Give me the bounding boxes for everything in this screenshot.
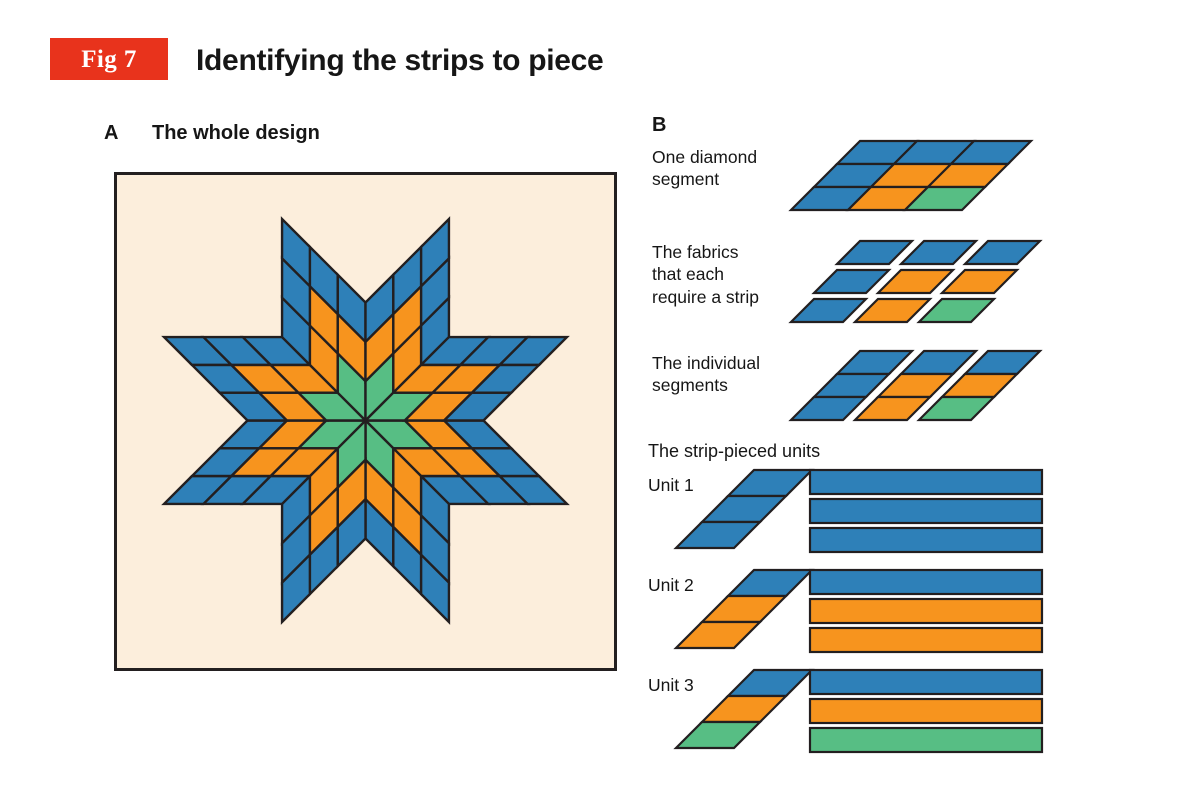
diamond-cell: [962, 349, 1043, 376]
diamond-cell: [875, 372, 956, 399]
diamond-cell: [916, 395, 997, 422]
diamond-cell: [962, 239, 1043, 266]
star-point-7: [364, 216, 451, 424]
diamond-cell: [852, 297, 933, 324]
diamond-cell: [902, 185, 988, 212]
unit-diamond: [725, 468, 815, 498]
unit-diamond: [699, 494, 789, 524]
diagram-unit-2: [673, 566, 1045, 664]
panel-a-title: The whole design: [152, 122, 320, 144]
quilt-diamond: [496, 474, 570, 506]
quilt-diamond: [280, 551, 312, 625]
unit-strip-stack: [808, 668, 1044, 754]
diagram-individual-segments: [788, 348, 1082, 430]
figure-number-label: Fig 7: [81, 45, 137, 73]
page-title: Identifying the strips to piece: [196, 44, 604, 77]
unit-strip: [808, 468, 1044, 496]
label-unit-1: Unit 1: [648, 475, 694, 495]
unit-diamond-column: [673, 468, 815, 550]
label-unit-2: Unit 2: [648, 575, 694, 595]
diagram-one-diamond-segment: [788, 138, 1082, 220]
unit-strip: [808, 597, 1044, 625]
diamond-cell: [788, 395, 869, 422]
diagram-unit-3: [673, 666, 1045, 764]
label-one-diamond-segment: One diamond segment: [652, 147, 758, 190]
star-point-8: [362, 335, 570, 422]
unit-diamond: [673, 520, 763, 550]
unit-strip: [808, 626, 1044, 654]
diamond-cell: [875, 268, 956, 295]
diamond-cell: [898, 349, 979, 376]
unit-diamond: [673, 620, 763, 650]
unit-strip-stack: [808, 568, 1044, 654]
unit-diamond: [725, 668, 815, 698]
unit-diamond-column: [673, 668, 815, 750]
unit-diamond: [725, 568, 815, 598]
star-point-3: [280, 417, 367, 625]
quilt-diamond: [280, 216, 312, 290]
quilt-diamond: [161, 474, 235, 506]
unit-strip: [808, 568, 1044, 596]
panel-b-letter: B: [652, 114, 667, 136]
label-individual-segments: The individual segments: [652, 353, 760, 396]
unit-diamond: [699, 694, 789, 724]
unit-diamond: [673, 720, 763, 750]
diamond-cell: [834, 239, 915, 266]
unit-strip: [808, 497, 1044, 525]
unit-strip: [808, 668, 1044, 696]
unit-strip: [808, 697, 1044, 725]
whole-design-quilt-block: [114, 172, 617, 671]
label-fabrics-requiring-strip: The fabrics that each require a strip: [652, 242, 759, 307]
star-point-6: [280, 216, 367, 424]
label-unit-3: Unit 3: [648, 675, 694, 695]
diamond-cell: [834, 349, 915, 376]
quilt-diamond: [496, 335, 570, 367]
label-strip-pieced-units: The strip-pieced units: [648, 441, 821, 461]
unit-strip: [808, 526, 1044, 554]
diamond-cell: [898, 239, 979, 266]
unit-strip: [808, 726, 1044, 754]
quilt-diamond: [419, 216, 451, 290]
star-point-2: [364, 417, 451, 625]
unit-diamond: [699, 594, 789, 624]
diamond-cell: [811, 372, 892, 399]
panel-a-letter: A: [104, 122, 119, 144]
unit-strip-stack: [808, 468, 1044, 554]
diamond-cell: [788, 297, 869, 324]
star-point-5: [161, 335, 369, 422]
diagram-unit-1: [673, 466, 1045, 564]
diamond-cell: [916, 297, 997, 324]
quilt-diamond: [419, 551, 451, 625]
diamond-cell: [939, 372, 1020, 399]
figure-number-badge: Fig 7: [50, 38, 168, 80]
diamond-cell: [811, 268, 892, 295]
diagram-fabrics-requiring-strip: [788, 238, 1082, 330]
diamond-cell: [939, 268, 1020, 295]
diamond-cell: [852, 395, 933, 422]
quilt-diamond: [161, 335, 235, 367]
unit-diamond-column: [673, 568, 815, 650]
